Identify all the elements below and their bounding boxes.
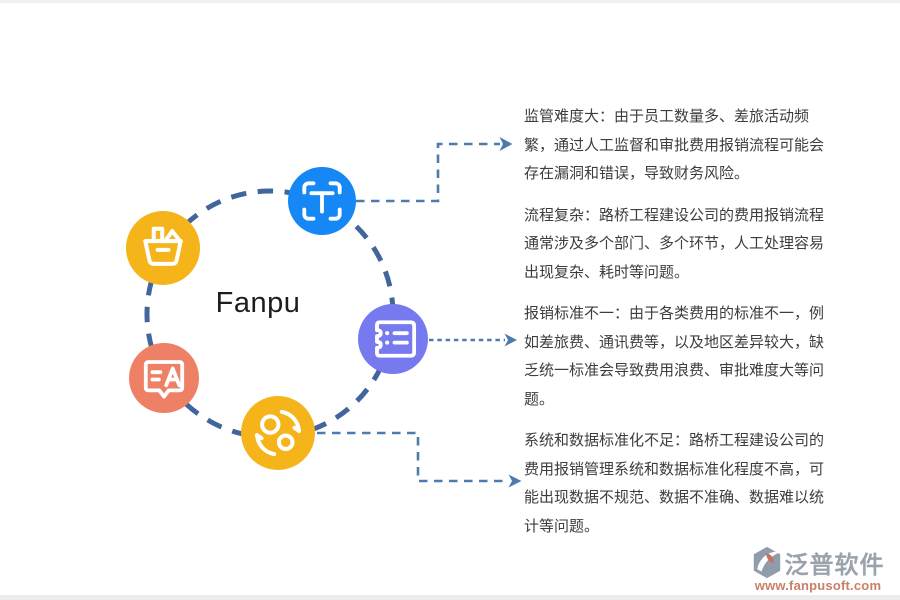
connector-supervision xyxy=(356,142,500,203)
watermark-row: 泛普软件 xyxy=(740,545,896,580)
issue-paragraph-process: 流程复杂：路桥工程建设公司的费用报销流程通常涉及多个部门、多个环节，人工处理容易… xyxy=(524,206,825,281)
logo-leaf xyxy=(765,553,774,564)
node-translate-chat xyxy=(129,343,199,413)
watermark-logo: 泛普软件 www.fanpusoft.com xyxy=(740,545,896,593)
sync-icon xyxy=(255,409,301,457)
node-circle xyxy=(129,343,199,413)
translate-chat-icon xyxy=(143,360,185,399)
connector-system xyxy=(317,431,509,483)
node-text-scan xyxy=(288,167,356,235)
node-sync xyxy=(241,396,315,470)
issues-panel: 监管难度大：由于员工数量多、差旅活动频繁，通过人工监督和审批费用报销流程可能会存… xyxy=(524,103,838,554)
arrowhead-standards xyxy=(504,333,517,347)
arrowhead-system xyxy=(508,474,522,488)
issue-paragraph-standards: 报销标准不一：由于各类费用的标准不一，例如差旅费、通讯费等，以及地区差异较大，缺… xyxy=(524,305,825,408)
issue-paragraph-supervision: 监管难度大：由于员工数量多、差旅活动频繁，通过人工监督和审批费用报销流程可能会存… xyxy=(524,108,825,182)
ticket-dots xyxy=(385,331,390,345)
basket-icon xyxy=(143,226,183,266)
arrowhead-supervision xyxy=(499,137,513,151)
issue-paragraph-system: 系统和数据标准化不足：路桥工程建设公司的费用报销管理系统和数据标准化程度不高，可… xyxy=(524,432,825,535)
node-basket xyxy=(126,211,200,285)
node-circle xyxy=(241,396,315,470)
text-scan-icon xyxy=(302,181,342,221)
page-edge-band-bottom xyxy=(0,595,900,600)
page-edge-band-top xyxy=(0,0,900,3)
ticket-list-icon xyxy=(375,320,417,358)
fanpu-logo-icon xyxy=(753,546,780,579)
watermark-url: www.fanpusoft.com xyxy=(754,578,882,593)
node-ticket-list xyxy=(358,304,428,374)
watermark-name: 泛普软件 xyxy=(784,552,885,579)
brand-label: Fanpu xyxy=(215,287,301,319)
logo-swoosh xyxy=(756,551,778,572)
node-circle xyxy=(358,304,428,374)
